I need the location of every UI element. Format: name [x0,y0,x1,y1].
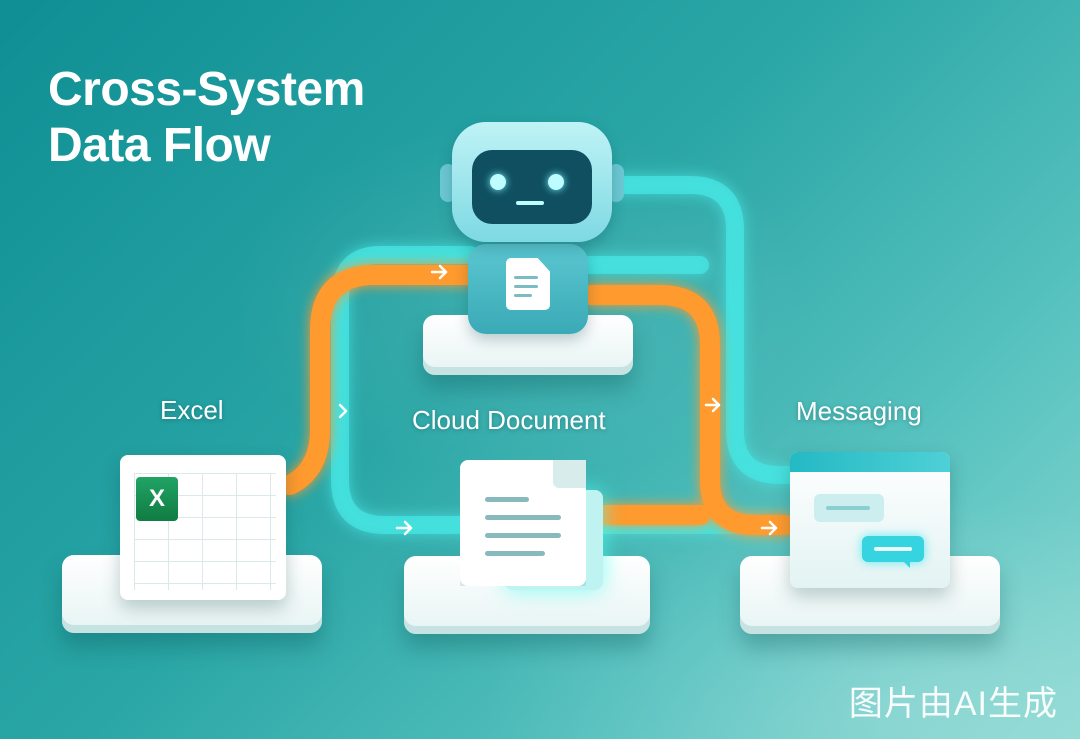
robot-doc-line [514,285,538,288]
outgoing-message-bubble [862,536,924,568]
robot-mouth [516,201,544,205]
document-line [485,551,545,556]
excel-badge: X [136,477,178,521]
page-title: Cross-System Data Flow [48,62,468,174]
title-line-2: Data Flow [48,119,271,172]
document-fold [553,460,586,488]
robot-left-eye [490,174,506,190]
robot-face [472,150,592,224]
document-line [485,533,561,538]
chat-window-titlebar [790,452,950,472]
title-line-1: Cross-System [48,63,365,116]
robot-doc-line [514,294,532,297]
messaging-label: Messaging [796,396,922,426]
arrow-right-icon [338,264,778,536]
excel-label: Excel [160,395,224,425]
orange-flow [280,265,795,535]
document-line [485,497,529,502]
cloud-document-label: Cloud Document [412,405,606,435]
ai-watermark: 图片由AI生成 [848,685,1058,723]
robot-right-ear [608,164,624,202]
robot-right-eye [548,174,564,190]
incoming-message-bubble [814,494,884,522]
spreadsheet-icon: X [120,455,286,600]
robot-doc-line [514,276,538,279]
document-icon [506,258,550,310]
chat-window-icon [790,452,950,588]
document-line [485,515,561,520]
